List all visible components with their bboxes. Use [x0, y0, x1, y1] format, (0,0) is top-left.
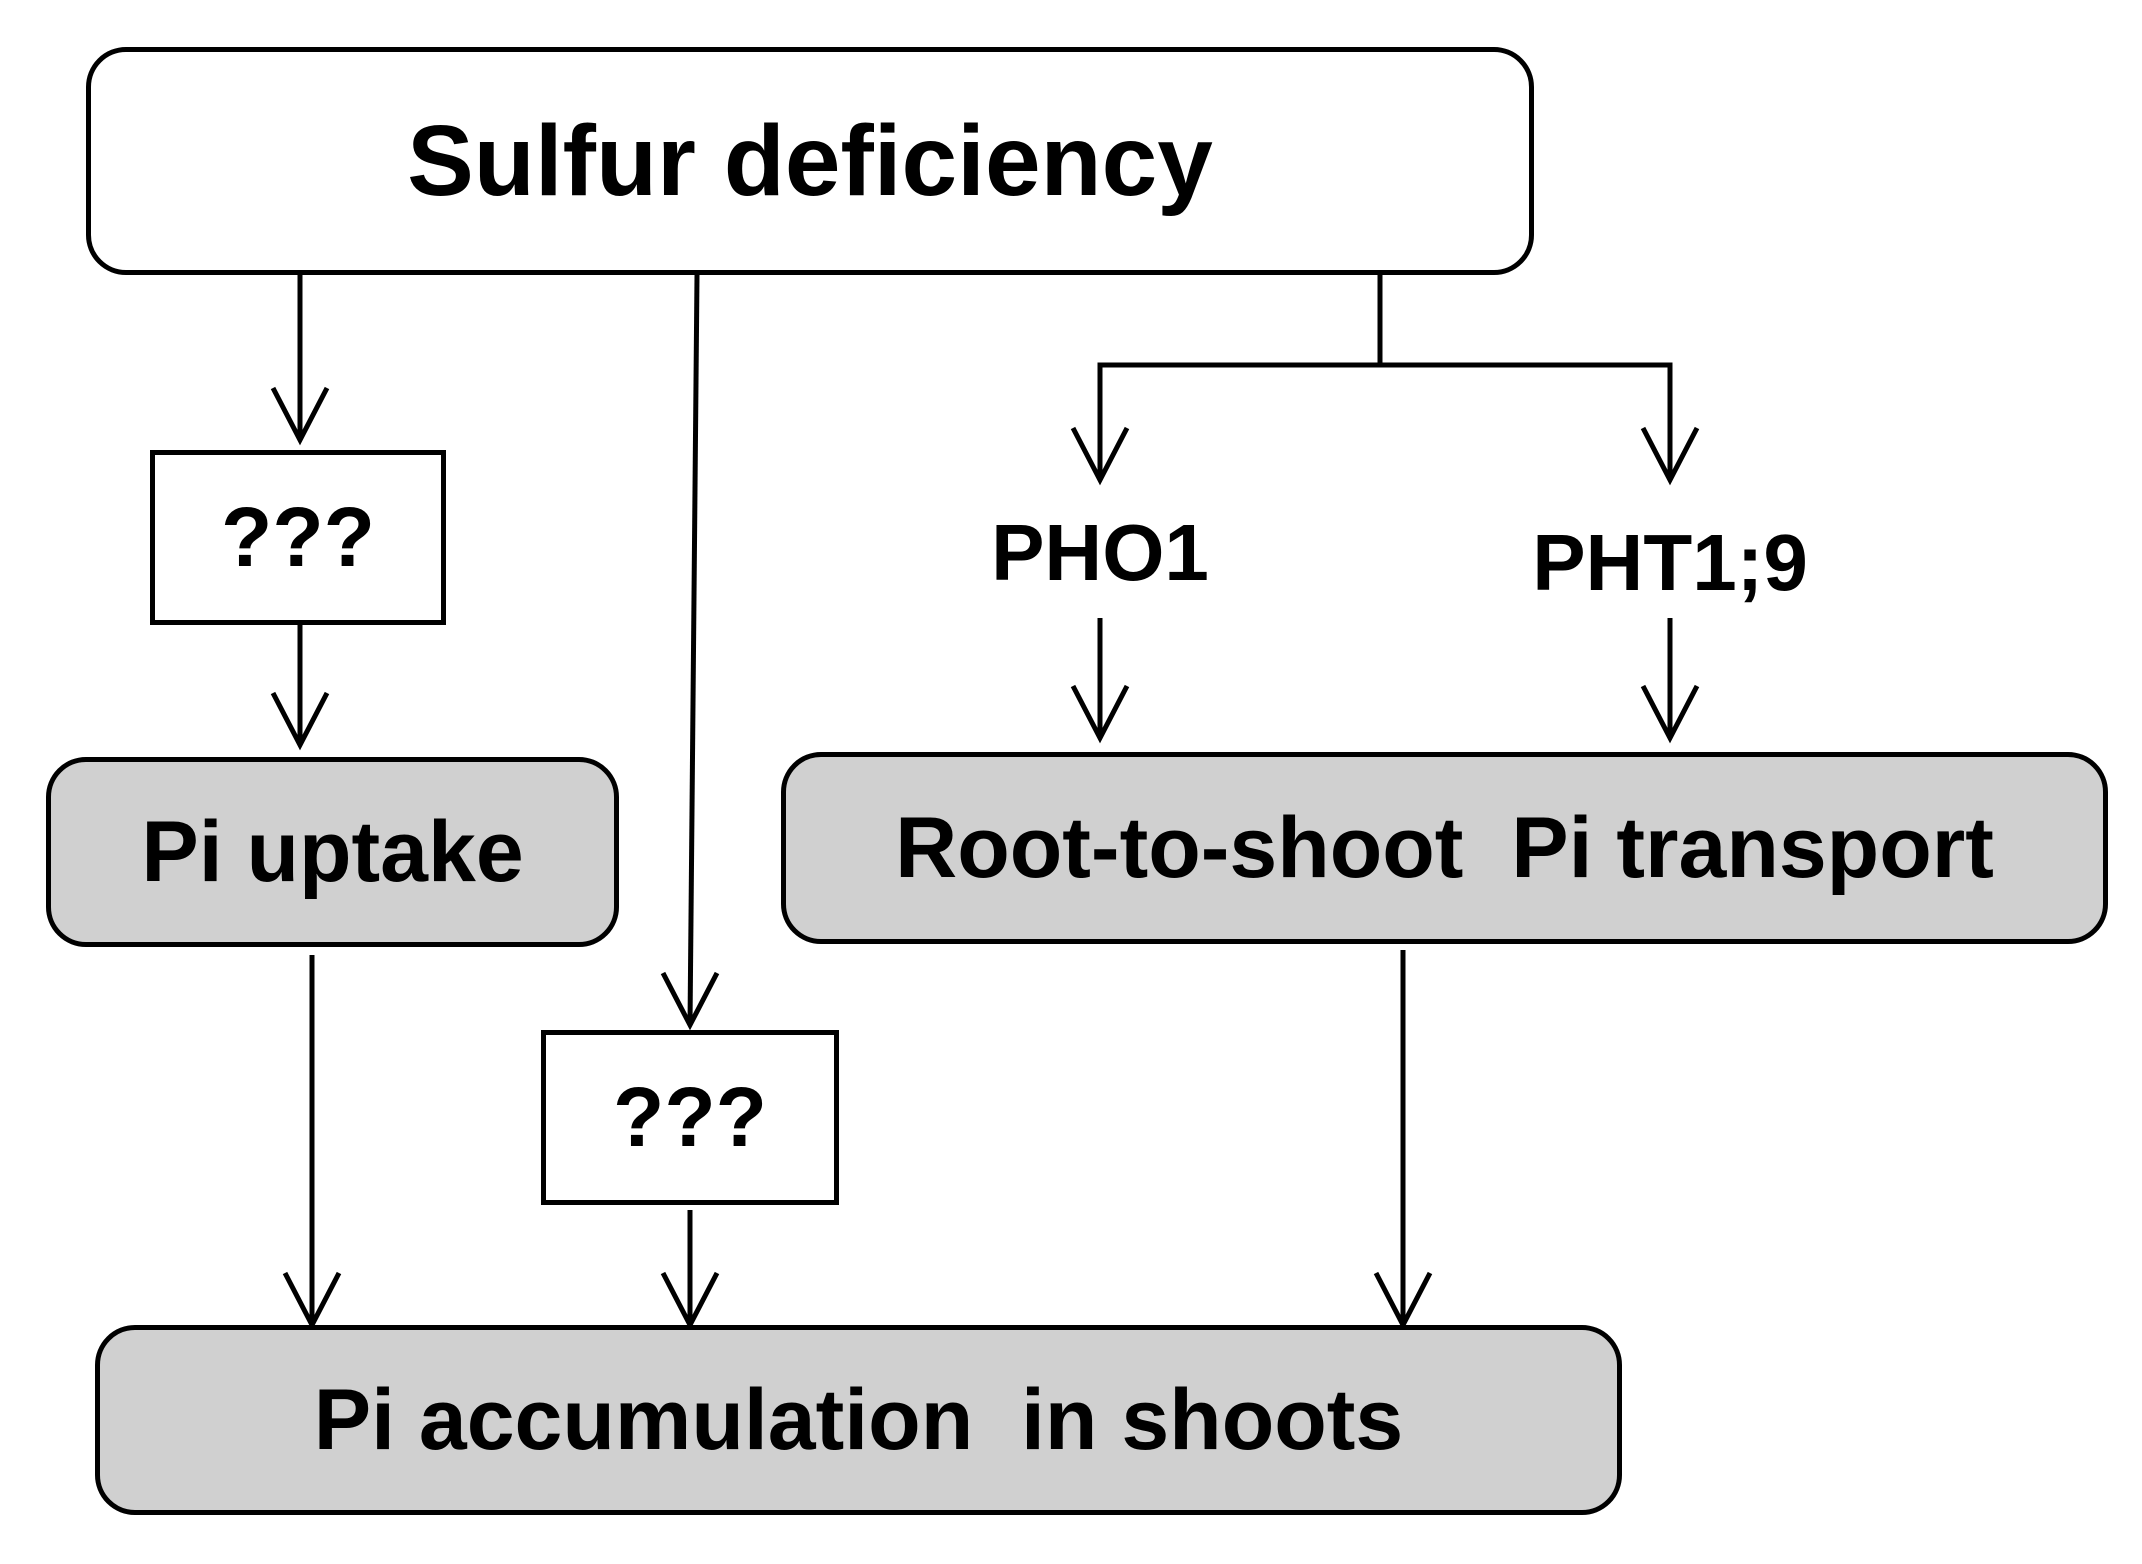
arrow-sulfur-to-unknown-middle [687, 274, 700, 1026]
sulfur-deficiency-label: Sulfur deficiency [407, 104, 1213, 217]
pi-uptake-label: Pi uptake [141, 803, 524, 900]
unknown-middle-node: ??? [541, 1030, 839, 1205]
branch-to-pht1-9 [1380, 362, 1673, 480]
arrowhead-root-from-pho1 [1070, 684, 1130, 744]
unknown-middle-label: ??? [613, 1070, 767, 1164]
pho1-text: PHO1 [991, 507, 1209, 597]
branch-sulfur-to-transporters [1097, 275, 1383, 480]
root-to-shoot-label: Root-to-shoot Pi transport [895, 799, 1994, 896]
pht1-9-label: PHT1;9 [1470, 505, 1870, 620]
unknown-left-node: ??? [150, 450, 446, 625]
pht1-9-text: PHT1;9 [1532, 517, 1808, 607]
arrowhead-unknown-left [270, 386, 330, 446]
pi-accumulation-label: Pi accumulation in shoots [313, 1371, 1404, 1468]
arrowhead-root-from-pht1-9 [1640, 684, 1700, 744]
unknown-left-label: ??? [221, 490, 375, 584]
pi-accumulation-node: Pi accumulation in shoots [95, 1325, 1622, 1515]
sulfur-deficiency-node: Sulfur deficiency [86, 47, 1534, 275]
root-to-shoot-node: Root-to-shoot Pi transport [781, 752, 2108, 944]
pi-uptake-node: Pi uptake [46, 757, 619, 947]
arrowhead-pho1 [1070, 426, 1130, 486]
arrowhead-pi-uptake [270, 691, 330, 751]
arrowhead-pht1-9 [1640, 426, 1700, 486]
arrowhead-unknown-middle [660, 971, 720, 1031]
pho1-label: PHO1 [940, 495, 1260, 610]
